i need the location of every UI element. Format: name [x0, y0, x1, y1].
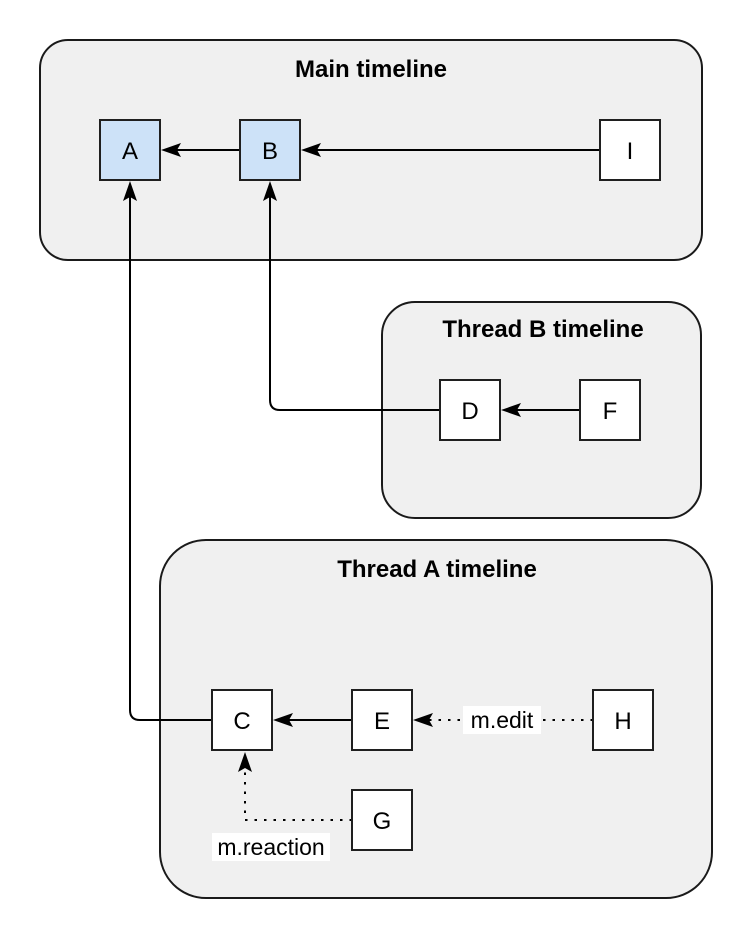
node-a [99, 119, 161, 181]
edge-h-to-e-arrowhead-icon [413, 713, 433, 727]
node-h [592, 689, 654, 751]
edge-f-to-d-arrowhead-icon [501, 403, 521, 417]
node-c [211, 689, 273, 751]
node-g-label: G [373, 808, 392, 835]
node-a-label: A [122, 138, 138, 165]
edge-label-m-edit: m.edit [471, 707, 534, 733]
node-i [599, 119, 661, 181]
node-g [351, 789, 413, 851]
edge-b-to-a-arrowhead-icon [161, 143, 181, 157]
node-b-label: B [262, 138, 278, 165]
edge-label-m-reaction: m.reaction [217, 834, 324, 860]
edge-c-to-a-arrowhead-icon [123, 181, 137, 201]
edge-label-m-reaction-bg [212, 833, 330, 861]
edge-e-to-c-arrowhead-icon [273, 713, 293, 727]
node-d-label: D [461, 398, 478, 425]
thread-b-timeline-title: Thread B timeline [442, 316, 643, 343]
node-f-label: F [603, 398, 618, 425]
edge-i-to-b-arrowhead-icon [301, 143, 321, 157]
node-c-label: C [233, 708, 250, 735]
node-d [439, 379, 501, 441]
node-f [579, 379, 641, 441]
main-timeline-title: Main timeline [295, 56, 447, 83]
edge-label-m-edit-bg [463, 706, 541, 734]
node-e [351, 689, 413, 751]
edge-c-to-a [129, 197, 212, 721]
node-e-label: E [374, 708, 390, 735]
thread-a-timeline-title: Thread A timeline [337, 556, 537, 583]
edge-d-to-b-arrowhead-icon [263, 181, 277, 201]
node-b [239, 119, 301, 181]
edge-g-to-c [244, 768, 352, 821]
node-i-label: I [627, 138, 634, 165]
node-h-label: H [614, 708, 631, 735]
edge-d-to-b [269, 197, 440, 411]
edge-g-to-c-arrowhead-icon [238, 752, 252, 772]
